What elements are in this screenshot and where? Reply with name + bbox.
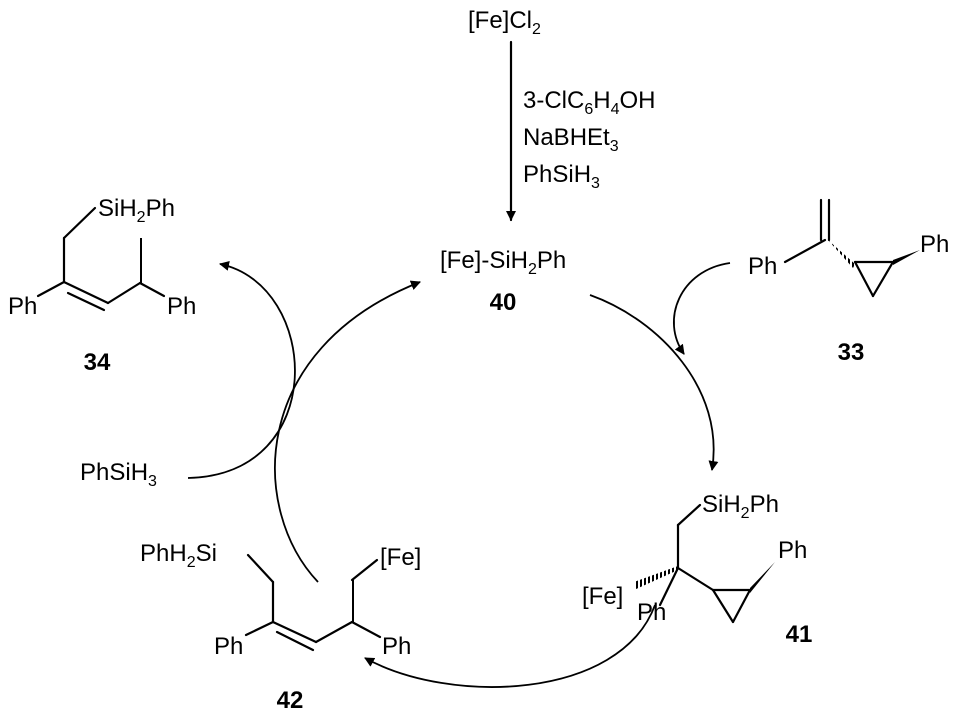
compound-42-silyl: PhH2Si [140,540,217,571]
compound-41-ph-b: Ph [778,537,807,564]
compound-34-number: 34 [84,349,111,376]
arrow-substrate-33-entry [673,262,731,355]
hashed-wedge-bond [138,238,142,283]
arrow-silane-to-product-34 [187,260,296,479]
compound-41-number: 41 [786,621,813,648]
compound-33-ph-2: Ph [920,231,949,258]
reagent-phenylsilane: PhSiH3 [523,161,600,192]
compound-33-number: 33 [838,339,865,366]
hashed-wedge-bond [350,580,354,622]
hashed-wedge-bond [634,566,678,590]
reagent-chlorophenol: 3-ClC6H4OH [523,87,656,118]
compound-34-ph-1: Ph [8,293,37,320]
arrow-42-to-40 [274,280,421,583]
arrow-40-to-41 [589,294,719,471]
compound-41: SiH2Ph Ph [Fe] Ph 41 [582,491,812,648]
compound-42-number: 42 [277,687,304,714]
compound-41-fe: [Fe] [582,583,623,610]
activation-reagents: 3-ClC6H4OH NaBHEt3 PhSiH3 [523,87,656,192]
wedge-bond [893,250,920,265]
compound-42-ph-1: Ph [214,633,243,660]
compound-42: PhH2Si [Fe] Ph Ph 42 [140,540,421,714]
reagent-nabhet3: NaBHEt3 [523,124,619,155]
hashed-wedge-bond [828,240,855,268]
arrow-41-to-42 [364,604,656,688]
compound-34-silyl: SiH2Ph [98,195,175,226]
catalyst-precursor-label: [Fe]Cl2 [468,7,541,38]
compound-40-number: 40 [490,289,517,316]
phenylsilane-reagent: PhSiH3 [80,459,157,490]
compound-34: SiH2Ph Ph Ph 34 [8,195,196,376]
compound-33-ph-1: Ph [748,253,777,280]
compound-42-ph-2: Ph [382,633,411,660]
compound-33: Ph Ph 33 [748,198,949,366]
compound-41-silyl: SiH2Ph [702,491,779,522]
wedge-bond [750,562,775,593]
compound-40: [Fe]-SiH2Ph 40 [440,247,566,316]
compound-42-fe: [Fe] [380,544,421,571]
compound-40-formula: [Fe]-SiH2Ph [440,247,566,278]
compound-34-ph-2: Ph [167,293,196,320]
